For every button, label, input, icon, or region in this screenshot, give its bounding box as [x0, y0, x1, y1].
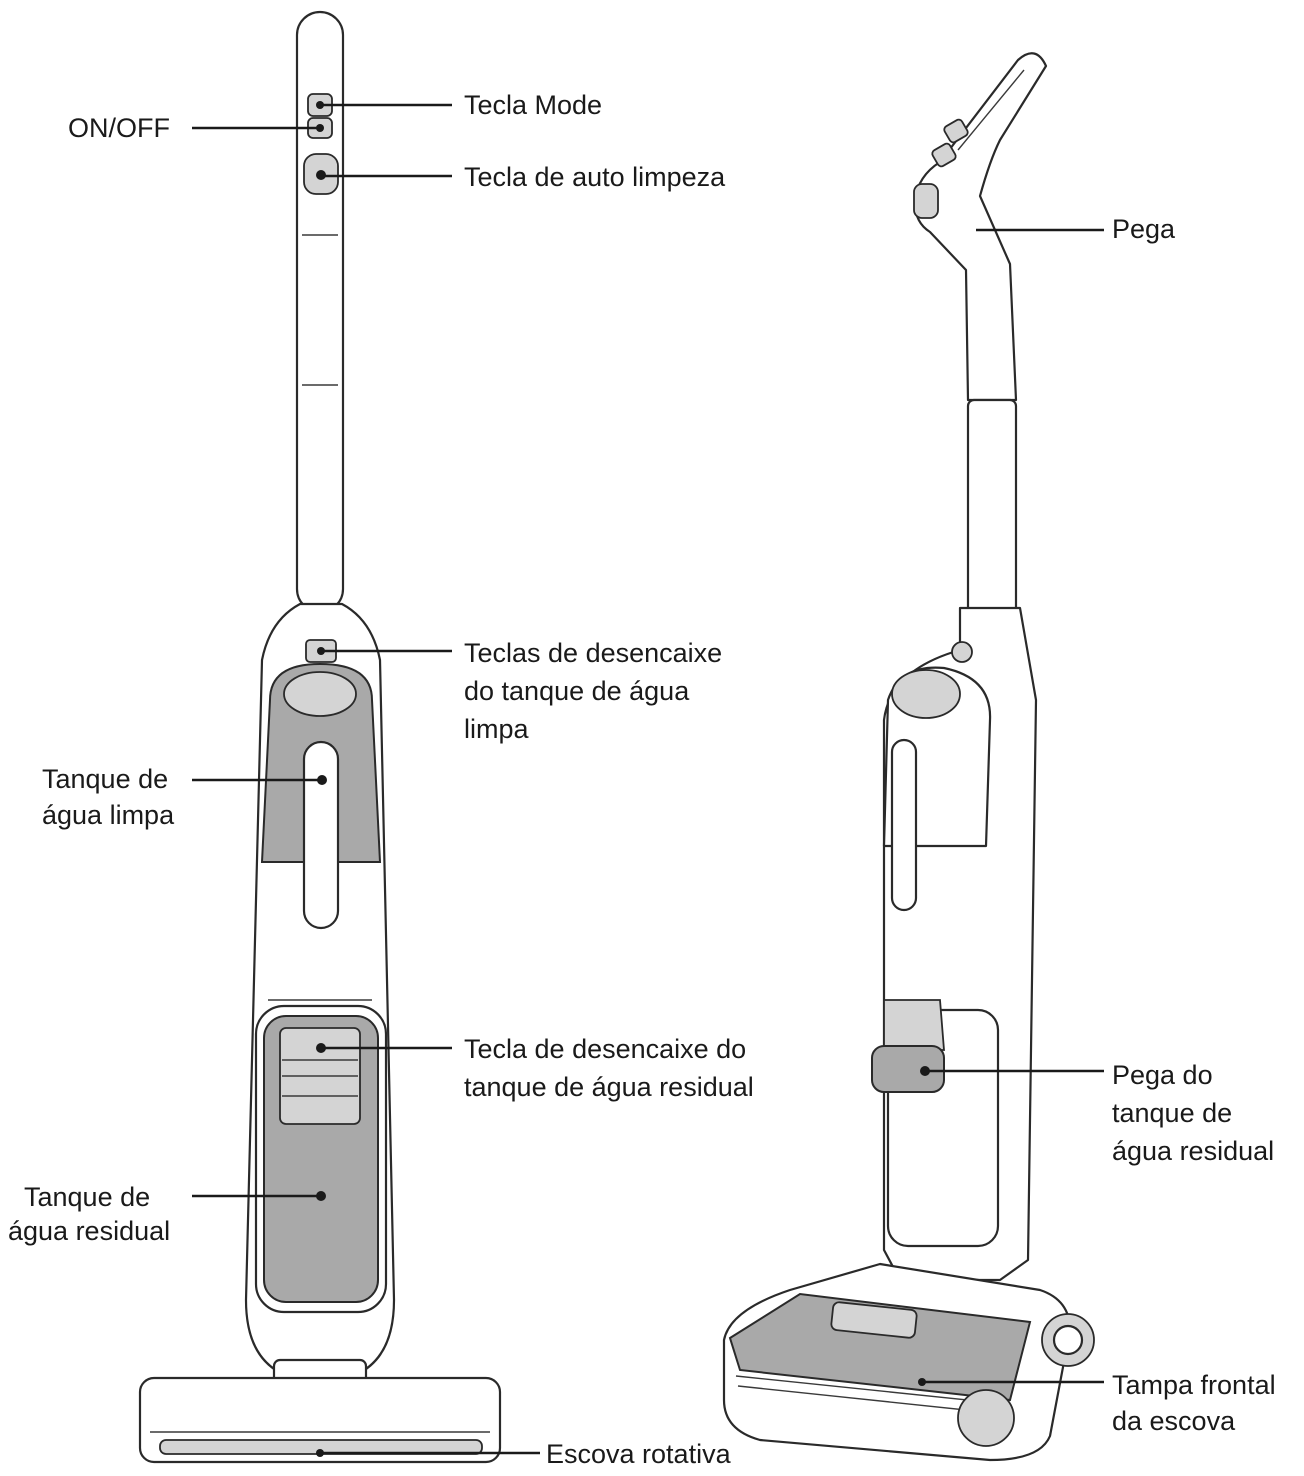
self-clean-button	[304, 154, 338, 194]
label-tanque-agua-limpa: Tanque de água limpa	[42, 764, 176, 830]
side-view-vacuum	[724, 53, 1094, 1460]
label-tecla-desencaixe-residual: Tecla de desencaixe do tanque de água re…	[464, 1034, 754, 1102]
side-waste-tank	[872, 1000, 998, 1246]
side-brush-head	[724, 1264, 1094, 1460]
front-view-vacuum	[140, 12, 500, 1462]
label-teclas-desencaixe-limpa: Teclas de desencaixe do tanque de água l…	[464, 638, 730, 744]
label-pega-tanque-residual: Pega do tanque de água residual	[1112, 1060, 1274, 1166]
label-tampa-frontal: Tampa frontal da escova	[1112, 1370, 1283, 1436]
label-tecla-mode: Tecla Mode	[464, 90, 602, 120]
front-brush-head	[140, 1378, 500, 1462]
label-tanque-agua-residual: Tanque de água residual	[8, 1182, 170, 1246]
waste-water-tank	[256, 1006, 386, 1312]
label-pega: Pega	[1112, 214, 1176, 244]
label-on-off: ON/OFF	[68, 113, 170, 143]
label-escova-rotativa: Escova rotativa	[546, 1439, 732, 1469]
label-tecla-auto-limpeza: Tecla de auto limpeza	[464, 162, 726, 192]
